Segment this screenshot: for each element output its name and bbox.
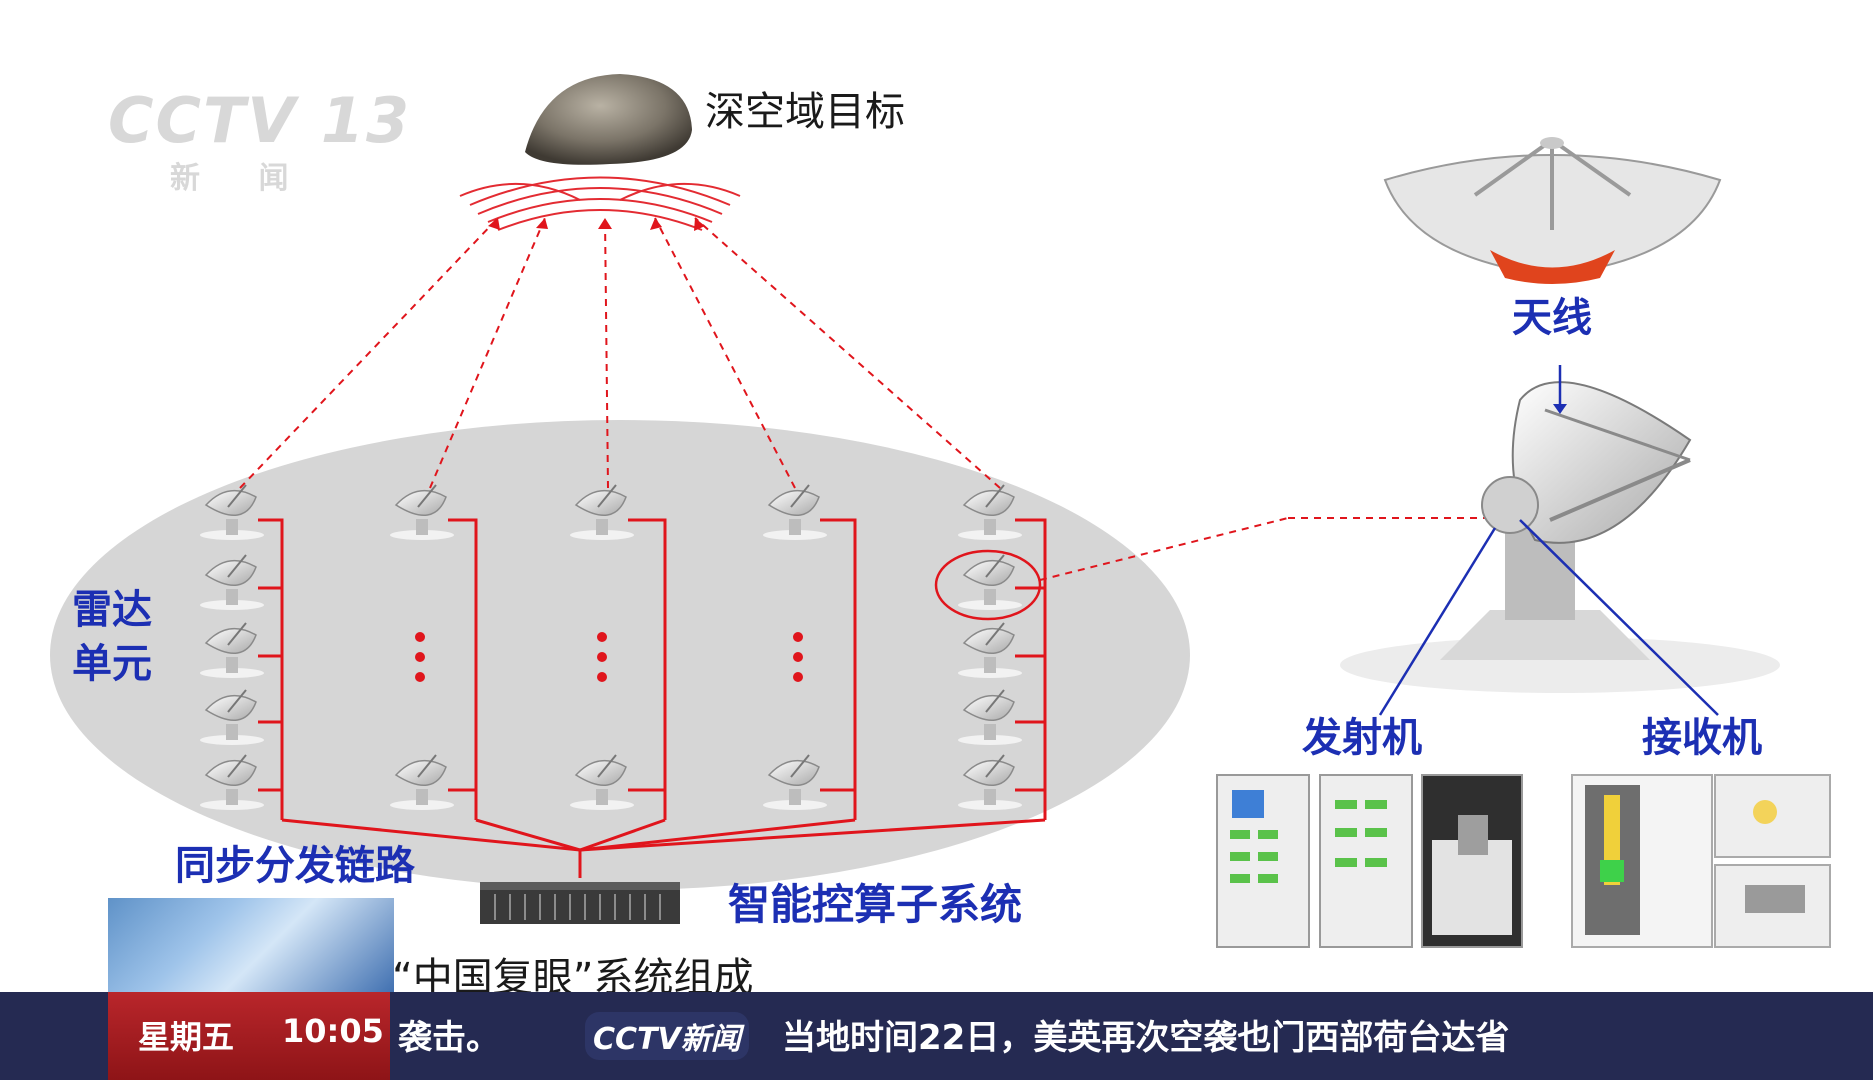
highlight-circle: [934, 549, 1042, 621]
ticker-time: 10:05: [282, 1012, 384, 1050]
receiver-label: 接收机: [1642, 715, 1762, 761]
sync-distribution-links: [258, 518, 1047, 878]
transmitter-cabinets: [1216, 774, 1523, 948]
ticker-headline: 当地时间22日，美英再次空袭也门西部荷台达省: [782, 1018, 1510, 1058]
sync-link-label: 同步分发链路: [175, 843, 415, 889]
compute-server-rack: [480, 882, 680, 924]
antenna-label: 天线: [1512, 295, 1592, 341]
radar-field-ellipse: [50, 420, 1190, 890]
watermark-channel: CCTV 13: [108, 84, 412, 157]
channel-watermark: CCTV 13 新 闻: [108, 84, 411, 197]
echo-waves: [459, 176, 741, 231]
diagram-caption: “中国复眼”系统组成: [392, 955, 754, 1001]
news-corner-graphic: [108, 898, 394, 994]
ticker-prev-fragment: 袭击。: [398, 1018, 500, 1058]
beam-lines: [239, 217, 1510, 581]
ticker-day: 星期五: [138, 1018, 235, 1056]
radar-unit-detail: [1340, 381, 1780, 693]
pointer-lines: [1378, 365, 1719, 716]
news-ticker: 星期五 10:05 袭击。 CCTV新闻 当地时间22日，美英再次空袭也门西部荷…: [0, 992, 1873, 1080]
ellipsis-dots: [415, 632, 803, 682]
compute-label: 智能控算子系统: [728, 880, 1023, 929]
watermark-sub: 新 闻: [170, 161, 313, 196]
ticker-logo: CCTV新闻: [585, 1012, 749, 1060]
radar-unit-label-2: 单元: [72, 641, 152, 687]
ticker-clock-panel: [108, 992, 390, 1080]
asteroid-target: [525, 74, 692, 165]
radar-unit-label-1: 雷达: [72, 587, 152, 633]
large-antenna-dish: [1383, 137, 1722, 284]
transmitter-label: 发射机: [1302, 715, 1422, 761]
target-label: 深空域目标: [705, 89, 905, 135]
receiver-components: [1571, 774, 1831, 948]
